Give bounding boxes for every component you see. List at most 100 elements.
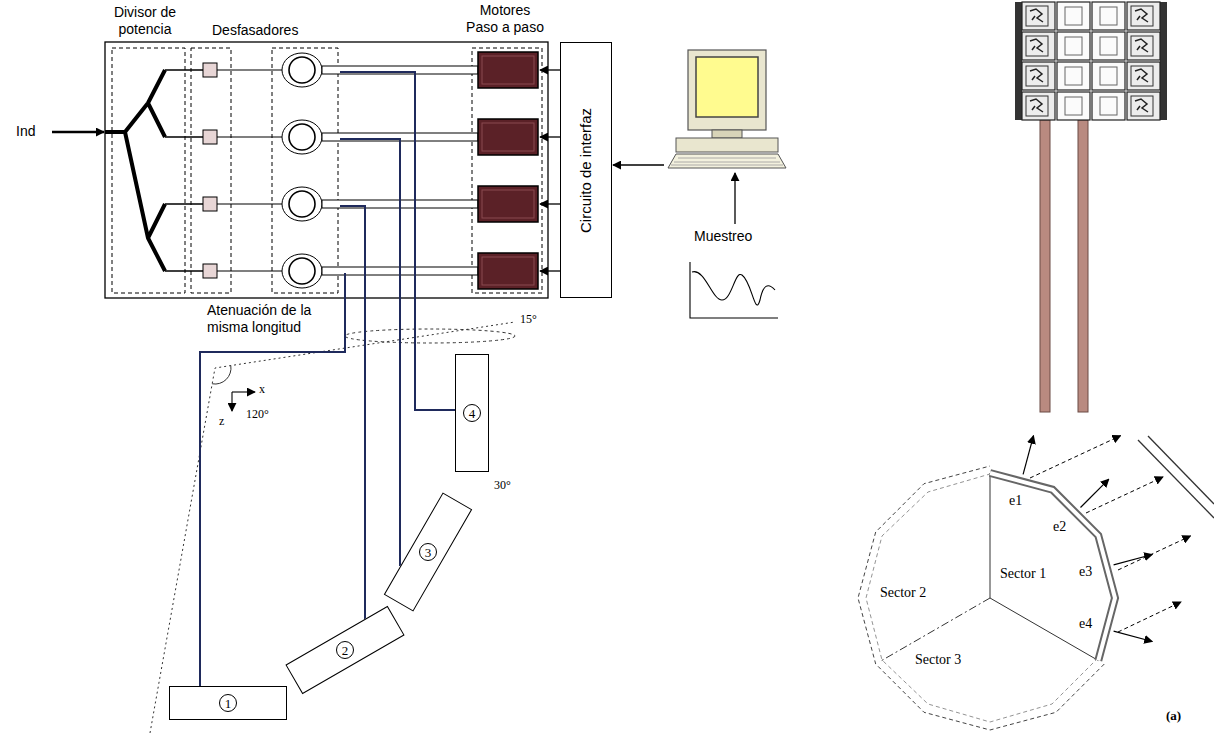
antenna-photo [1057, 2, 1090, 30]
sector-diagram [1086, 477, 1163, 513]
feed-cable [340, 72, 455, 410]
element-label: e4 [1079, 616, 1092, 633]
phase-shifter [289, 57, 315, 83]
angle-label: 120° [246, 407, 269, 421]
axis-arrow [232, 391, 255, 392]
sector-diagram [990, 473, 991, 598]
sector-diagram [866, 474, 1098, 722]
phase-shifter [282, 254, 322, 288]
signal-label: Muestreo [694, 228, 752, 245]
control-arrow [540, 69, 560, 70]
section-label: Divisor de potencia [100, 4, 190, 38]
antenna-photo [1092, 62, 1125, 90]
sector-diagram [1118, 536, 1191, 570]
antenna-photo [1015, 2, 1167, 412]
control-arrow [613, 164, 664, 165]
control-box [112, 48, 185, 293]
phase-shifter [282, 187, 322, 221]
antenna-photo [1057, 32, 1090, 60]
antenna-photo [1022, 62, 1055, 90]
section-label: Motores Paso a paso [463, 2, 547, 36]
control-box [272, 48, 338, 293]
signal-graph [690, 262, 778, 318]
element-label: e2 [1053, 519, 1066, 536]
antenna-photo [1127, 2, 1160, 30]
computer-icon [696, 57, 758, 117]
antenna-photo [1127, 92, 1160, 120]
element-number: 4 [463, 404, 481, 422]
element-label: e3 [1079, 564, 1092, 581]
feed-cable [340, 139, 400, 566]
antenna-photo [1040, 120, 1050, 412]
input-arrow [52, 132, 104, 133]
signal-label: Ind [16, 123, 35, 140]
feed-cable [340, 206, 365, 619]
sector-diagram [990, 473, 1115, 661]
antenna-photo [1160, 2, 1167, 120]
geometry-guide [150, 322, 515, 733]
attenuator [203, 130, 217, 144]
phase-shifter [289, 191, 315, 217]
signal-graph [690, 262, 778, 318]
sector-diagram [1081, 479, 1109, 507]
geometry-guide [150, 322, 515, 733]
antenna-element: 1 [169, 686, 287, 720]
attenuator [203, 264, 217, 278]
angle-label: 30° [494, 478, 511, 492]
control-arrow [540, 136, 560, 137]
section-label: Atenuación de la misma longitud [207, 302, 337, 336]
sector-diagram [1138, 440, 1214, 518]
power-divider [105, 70, 165, 271]
control-box [112, 48, 542, 293]
antenna-photo [1022, 32, 1055, 60]
computer-icon [688, 50, 766, 130]
phase-shifter [282, 53, 322, 87]
axis-arrow [231, 392, 232, 411]
element-number: 2 [336, 641, 354, 659]
sector-diagram [1030, 436, 1191, 632]
power-divider [105, 70, 203, 271]
phase-shifter [289, 124, 315, 150]
control-arrow [540, 270, 560, 271]
sector-label: Sector 1 [1000, 566, 1046, 583]
element-number: 1 [219, 694, 237, 712]
antenna-element: 3 [384, 492, 472, 611]
axis-label: x [259, 382, 265, 396]
sector-label: Sector 2 [880, 585, 926, 602]
stepper-motor [482, 257, 534, 285]
power-divider [165, 70, 203, 271]
antenna-photo [1127, 32, 1160, 60]
stepper-motor [478, 52, 538, 88]
sector-diagram [990, 598, 1098, 661]
sector-diagram [1114, 631, 1153, 641]
attenuator [203, 63, 282, 278]
stepper-motor [482, 56, 534, 84]
antenna-element: 2 [285, 606, 404, 694]
feed-cable [200, 273, 345, 686]
geometry-guide [345, 329, 515, 343]
computer-icon [668, 50, 786, 168]
control-arrow [540, 203, 560, 204]
element-number: 3 [419, 543, 437, 561]
control-arrow [734, 173, 735, 224]
stepper-motor [482, 123, 534, 151]
phase-shifter [282, 53, 478, 288]
sector-diagram [858, 436, 1214, 730]
antenna-photo [1092, 2, 1125, 30]
element-label: e1 [1009, 493, 1022, 510]
geometry-guide [212, 366, 231, 384]
figure-tag: (a) [1166, 708, 1181, 724]
computer-icon [676, 138, 778, 152]
stepper-motor [478, 52, 538, 289]
sector-diagram [990, 473, 1115, 661]
angle-label: 15° [520, 312, 537, 326]
stepper-motor [478, 253, 538, 289]
antenna-photo [1015, 2, 1022, 120]
node-label: Circuito de interfaz [578, 107, 595, 232]
antenna-photo [1057, 92, 1090, 120]
sector-diagram [1023, 436, 1152, 642]
control-box [191, 48, 231, 293]
computer-icon [668, 154, 786, 168]
